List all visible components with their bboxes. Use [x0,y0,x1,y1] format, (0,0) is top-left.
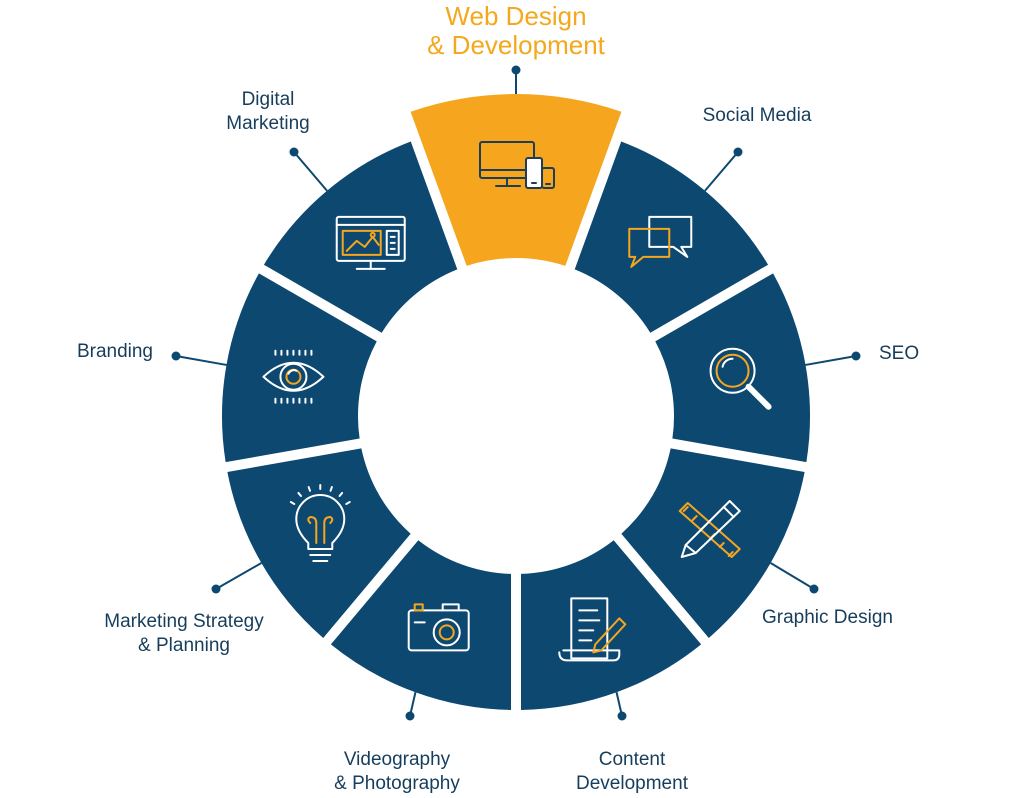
graphic-design-connector-dot [809,584,819,594]
segment-content-development[interactable] [520,540,702,710]
content-development-connector-dot [617,711,627,721]
camera-icon [407,603,470,652]
label-line: SEO [879,343,920,364]
ruler-pencil-icon [678,500,741,558]
eye-icon [262,349,325,404]
videography-photography-connector-dot [405,711,415,721]
label-line: & Planning [138,635,230,656]
branding-connector-line [175,355,227,366]
segment-seo[interactable] [655,273,810,463]
label-line: Marketing [226,113,310,134]
label-line: Marketing Strategy [104,611,264,632]
label-seo: SEO [879,342,919,366]
label-line: Web Design [445,1,587,31]
marketing-strategy-planning-connector-line [215,562,262,590]
label-line: & Photography [334,773,460,794]
segment-web-design-development[interactable] [410,93,622,266]
segment-social-media[interactable] [574,141,769,333]
graphic-design-connector-line [770,562,815,590]
chat-bubbles-icon [628,215,693,268]
seo-connector-dot [851,351,861,361]
label-social-media: Social Media [703,104,812,128]
branding-connector-dot [171,351,181,361]
social-media-connector-dot [733,147,743,157]
label-line: & Development [427,30,605,60]
document-pen-icon [558,597,627,662]
marketing-strategy-planning-connector-dot [211,584,221,594]
digital-marketing-connector-dot [289,147,299,157]
magnifier-icon [709,347,772,410]
segment-branding[interactable] [222,273,377,463]
label-videography-photography: Videography & Photography [334,748,460,796]
segment-marketing-strategy-planning[interactable] [227,448,411,638]
desktop-and-mobile-icon [479,141,555,189]
monitor-chart-icon [335,215,406,270]
segment-graphic-design[interactable] [621,448,805,638]
label-line: Development [576,773,688,794]
lightbulb-icon [289,484,351,562]
label-line: Digital [241,89,295,110]
segment-digital-marketing[interactable] [263,141,458,333]
label-line: Social Media [702,105,812,126]
label-line: Content [598,749,666,770]
label-line: Videography [343,749,451,770]
label-line: Branding [76,341,153,362]
label-branding: Branding [77,340,153,364]
label-graphic-design: Graphic Design [762,606,893,630]
digital-marketing-connector-line [293,151,328,192]
label-web-design-development: Web Design& Development [427,2,605,60]
seo-connector-line [805,355,857,366]
segment-videography-photography[interactable] [330,540,512,710]
label-line: Graphic Design [762,607,893,628]
social-media-connector-line [704,151,739,192]
label-marketing-strategy-planning: Marketing Strategy & Planning [104,610,263,658]
web-design-development-connector-dot [511,65,521,75]
